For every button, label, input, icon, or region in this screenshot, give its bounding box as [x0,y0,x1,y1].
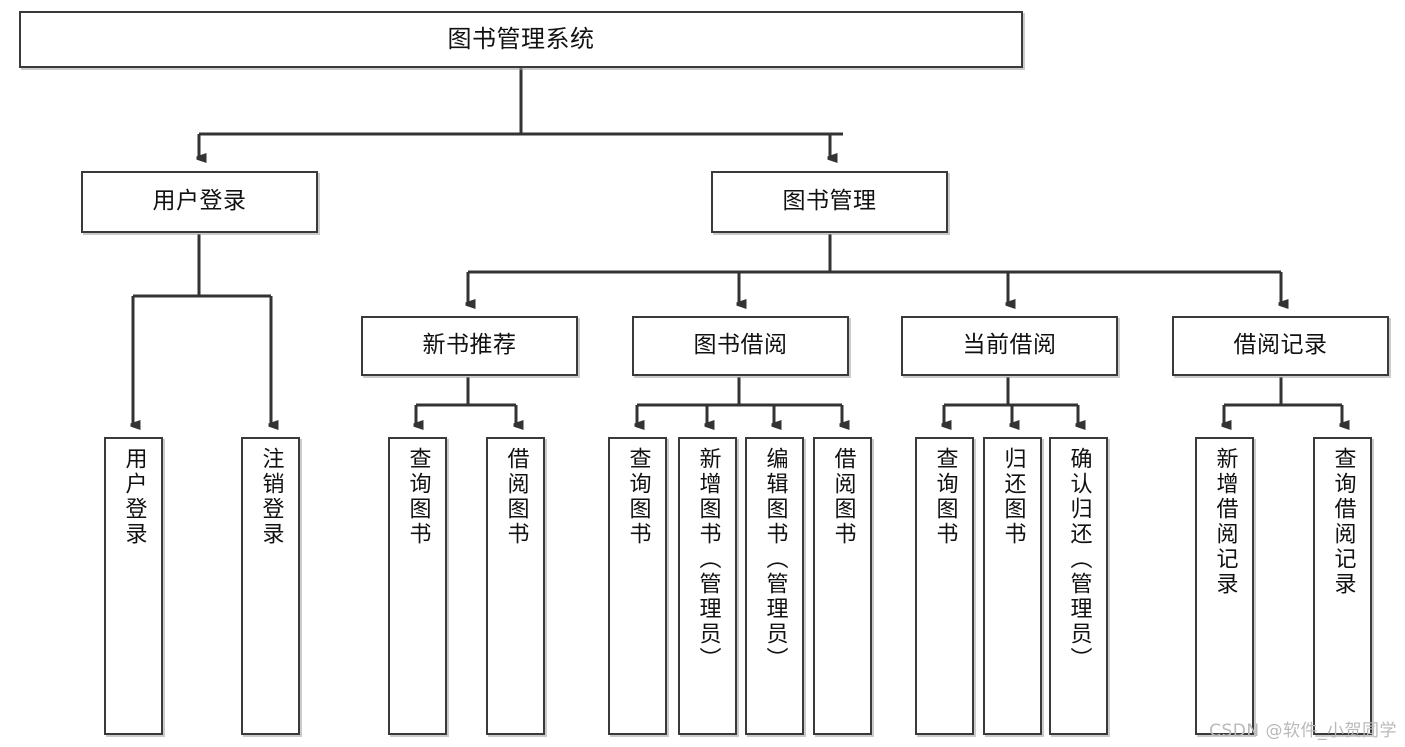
node-leaf-return-book-label: 归还图书 [1000,447,1026,547]
node-book-management[interactable]: 图书管理 [711,171,948,233]
node-leaf-user-login[interactable]: 用户登录 [104,437,163,735]
node-user-login[interactable]: 用户登录 [81,171,318,233]
node-leaf-add-book[interactable]: 新增图书（管理员） [678,437,737,735]
node-book-borrow[interactable]: 图书借阅 [632,316,849,376]
node-leaf-user-login-label: 用户登录 [121,447,147,547]
node-borrow-record-label: 借阅记录 [1233,332,1328,359]
node-book-borrow-label: 图书借阅 [693,332,788,359]
node-user-login-label: 用户登录 [152,188,247,215]
node-current-borrow-label: 当前借阅 [962,332,1057,359]
node-leaf-logout-label: 注销登录 [258,447,284,547]
node-leaf-confirm-return-label: 确认归还（管理员） [1066,447,1092,672]
node-leaf-borrow-book[interactable]: 借阅图书 [813,437,872,735]
node-leaf-query-borrow-record-label: 查询借阅记录 [1330,447,1356,597]
node-leaf-edit-book[interactable]: 编辑图书（管理员） [745,437,804,735]
node-leaf-query-book-borrow-label: 查询图书 [625,447,651,547]
node-leaf-query-book-recommend-label: 查询图书 [405,447,431,547]
node-leaf-confirm-return[interactable]: 确认归还（管理员） [1049,437,1108,735]
node-leaf-query-book-recommend[interactable]: 查询图书 [388,437,447,735]
node-new-book-recommend[interactable]: 新书推荐 [361,316,578,376]
node-leaf-query-book-current[interactable]: 查询图书 [915,437,974,735]
node-leaf-return-book[interactable]: 归还图书 [983,437,1042,735]
node-leaf-add-book-label: 新增图书（管理员） [695,447,721,672]
node-leaf-borrow-book-recommend-label: 借阅图书 [503,447,529,547]
node-leaf-query-borrow-record[interactable]: 查询借阅记录 [1313,437,1372,735]
node-root-label: 图书管理系统 [447,25,595,54]
node-leaf-logout[interactable]: 注销登录 [241,437,300,735]
node-leaf-query-book-borrow[interactable]: 查询图书 [608,437,667,735]
node-leaf-borrow-book-label: 借阅图书 [830,447,856,547]
node-leaf-borrow-book-recommend[interactable]: 借阅图书 [486,437,545,735]
node-book-management-label: 图书管理 [782,188,877,215]
node-new-book-recommend-label: 新书推荐 [422,332,517,359]
node-borrow-record[interactable]: 借阅记录 [1172,316,1389,376]
node-root-book-management-system[interactable]: 图书管理系统 [19,11,1023,68]
node-current-borrow[interactable]: 当前借阅 [901,316,1118,376]
node-leaf-add-borrow-record-label: 新增借阅记录 [1212,447,1238,597]
csdn-watermark: CSDN @软件_小贺同学 [1209,721,1397,741]
node-leaf-query-book-current-label: 查询图书 [932,447,958,547]
node-leaf-add-borrow-record[interactable]: 新增借阅记录 [1195,437,1254,735]
node-leaf-edit-book-label: 编辑图书（管理员） [762,447,788,672]
